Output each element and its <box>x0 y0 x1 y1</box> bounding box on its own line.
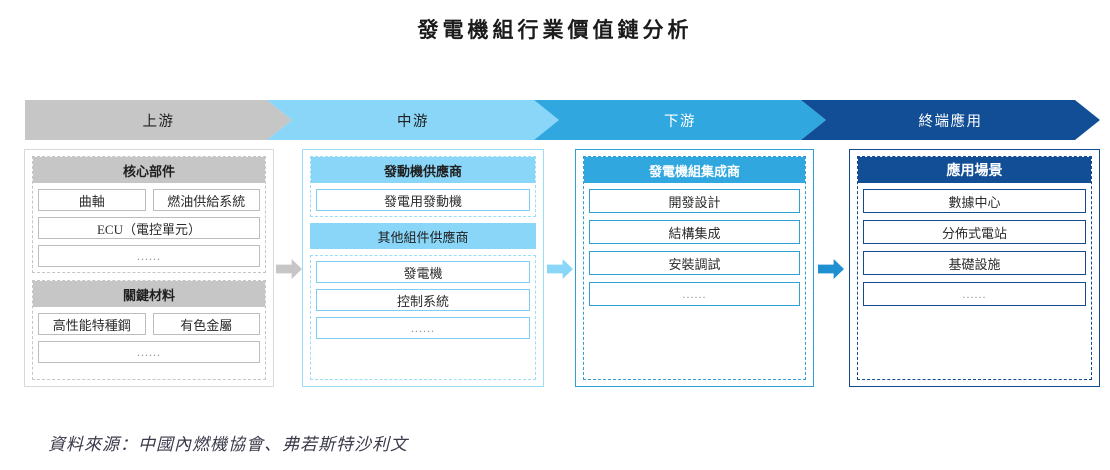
list-item[interactable]: 控制系統 <box>316 289 530 311</box>
group-application-scenarios: 應用場景 數據中心 分佈式電站 基礎設施 ...... <box>857 156 1092 380</box>
chevron-label: 下游 <box>664 113 696 130</box>
arrow-right-icon-downstream-to-enduse <box>818 259 844 279</box>
list-item-ellipsis[interactable]: ...... <box>38 341 260 363</box>
item-row: 結構集成 <box>589 220 800 244</box>
stage-chevron-band: 上游 中游 下游 終端應用 <box>25 100 1100 140</box>
item-row: 數據中心 <box>863 189 1086 213</box>
group-header-other-component-suppliers: 其他組件供應商 <box>310 223 536 249</box>
stage-column-midstream: 發動機供應商 發電用發動機 其他組件供應商 發電機 控制系統 ...... <box>302 149 544 387</box>
list-item[interactable]: 發電機 <box>316 261 530 283</box>
list-item[interactable]: 結構集成 <box>589 220 800 244</box>
group-key-materials: 關鍵材料 高性能特種鋼 有色金屬 ...... <box>32 280 266 380</box>
list-item[interactable]: 分佈式電站 <box>863 220 1086 244</box>
list-item[interactable]: 數據中心 <box>863 189 1086 213</box>
list-item[interactable]: 基礎設施 <box>863 251 1086 275</box>
group-header: 發動機供應商 <box>311 157 535 183</box>
page-title: 發電機組行業價值鏈分析 <box>417 19 693 42</box>
group-header: 關鍵材料 <box>33 281 265 307</box>
item-row: 發電機 <box>316 261 530 283</box>
item-row: 高性能特種鋼 有色金屬 <box>38 313 260 335</box>
stage-column-downstream: 發電機組集成商 開發設計 結構集成 安裝調試 ...... <box>575 149 814 387</box>
group-engine-suppliers: 發動機供應商 發電用發動機 <box>310 156 536 217</box>
chevron-label: 終端應用 <box>918 113 983 130</box>
item-row: 安裝調試 <box>589 251 800 275</box>
arrow-right-icon-midstream-to-downstream <box>547 259 573 279</box>
chevron-stage-downstream[interactable]: 下游 <box>534 100 826 140</box>
list-item[interactable]: ECU（電控單元） <box>38 217 260 239</box>
chevron-label: 上游 <box>142 113 175 130</box>
list-item-ellipsis[interactable]: ...... <box>316 317 530 339</box>
list-item-ellipsis[interactable]: ...... <box>38 245 260 267</box>
group-header: 發電機組集成商 <box>584 157 805 183</box>
item-row: 分佈式電站 <box>863 220 1086 244</box>
list-item[interactable]: 安裝調試 <box>589 251 800 275</box>
item-row: 基礎設施 <box>863 251 1086 275</box>
item-row: ECU（電控單元） <box>38 217 260 239</box>
group-other-component-suppliers: 發電機 控制系統 ...... <box>310 255 536 380</box>
list-item[interactable]: 高性能特種鋼 <box>38 313 146 335</box>
item-row: ...... <box>589 282 800 306</box>
item-row: ...... <box>38 341 260 363</box>
chevron-stage-enduse[interactable]: 終端應用 <box>801 100 1100 140</box>
list-item-ellipsis[interactable]: ...... <box>863 282 1086 306</box>
arrow-right-icon-upstream-to-midstream <box>276 259 302 279</box>
item-row: 發電用發動機 <box>316 189 530 211</box>
item-row: ...... <box>316 317 530 339</box>
chevron-stage-upstream[interactable]: 上游 <box>25 100 292 140</box>
stage-column-upstream: 核心部件 曲軸 燃油供給系統 ECU（電控單元） ...... 關鍵材料 高性能… <box>24 149 274 387</box>
item-row: 開發設計 <box>589 189 800 213</box>
list-item-ellipsis[interactable]: ...... <box>589 282 800 306</box>
list-item[interactable]: 發電用發動機 <box>316 189 530 211</box>
list-item[interactable]: 有色金屬 <box>152 313 260 335</box>
item-row: 控制系統 <box>316 289 530 311</box>
item-row: ...... <box>863 282 1086 306</box>
list-item[interactable]: 開發設計 <box>589 189 800 213</box>
item-row: 曲軸 燃油供給系統 <box>38 189 260 211</box>
source-note: 資料來源：中國內燃機協會、弗若斯特沙利文 <box>48 435 408 454</box>
list-item[interactable]: 曲軸 <box>38 189 146 211</box>
item-row: ...... <box>38 245 260 267</box>
stage-column-enduse: 應用場景 數據中心 分佈式電站 基礎設施 ...... <box>849 149 1100 387</box>
chevron-stage-midstream[interactable]: 中游 <box>267 100 559 140</box>
chevron-label: 中游 <box>397 113 429 130</box>
list-item[interactable]: 燃油供給系統 <box>152 189 260 211</box>
group-header: 核心部件 <box>33 157 265 183</box>
group-genset-integrators: 發電機組集成商 開發設計 結構集成 安裝調試 ...... <box>583 156 806 380</box>
group-core-components: 核心部件 曲軸 燃油供給系統 ECU（電控單元） ...... <box>32 156 266 273</box>
group-header: 應用場景 <box>858 157 1091 183</box>
